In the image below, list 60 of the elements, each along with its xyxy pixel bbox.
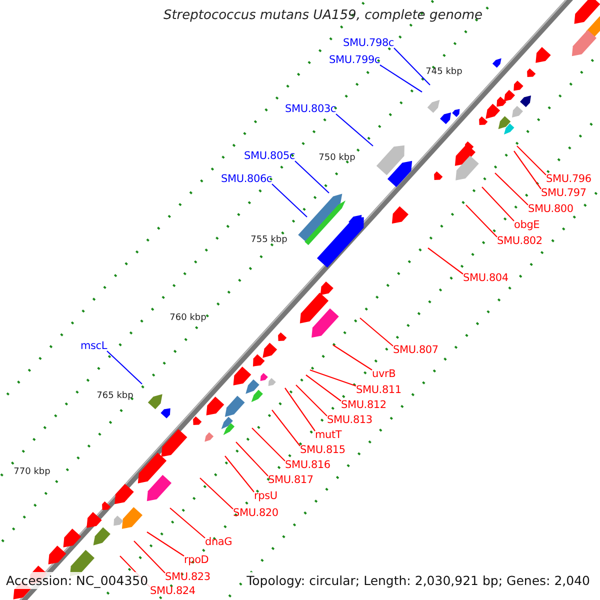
leader-line <box>252 428 286 462</box>
gene-label: SMU.813 <box>327 414 372 427</box>
gene-label: mutT <box>315 429 342 442</box>
leader-line <box>200 478 234 510</box>
gene-label: SMU.799c <box>329 54 380 67</box>
leader-line <box>224 456 254 492</box>
leader-line <box>428 248 464 274</box>
gene-label: mscL <box>80 340 107 353</box>
leader-line <box>170 508 206 538</box>
gene-label: SMU.820 <box>233 507 278 520</box>
leader-line <box>516 146 546 176</box>
scale-label: 760 kbp <box>170 313 206 323</box>
gene-label: SMU.806c <box>221 173 272 186</box>
leader-line <box>310 369 356 387</box>
leader-line <box>306 374 342 402</box>
leader-line <box>336 114 374 146</box>
gene-label: SMU.796 <box>546 173 592 186</box>
leader-line <box>332 344 372 370</box>
gene-label: SMU.807 <box>393 344 438 357</box>
gene-label: SMU.800 <box>528 203 574 216</box>
leader-line <box>466 204 498 238</box>
leader-line <box>106 350 142 384</box>
gene-label: SMU.824 <box>150 585 196 598</box>
map-title: Streptococcus mutans UA159, complete genome <box>162 8 484 23</box>
scale-label: 755 kbp <box>250 235 288 245</box>
gene-label: SMU.805c <box>244 150 295 163</box>
gene-label: SMU.798c <box>343 37 394 50</box>
gene-label: SMU.797 <box>541 187 586 200</box>
gene-label: dnaG <box>205 536 232 549</box>
leader-line <box>380 64 422 92</box>
gene-label: SMU.804 <box>463 272 508 285</box>
leader-line <box>236 442 268 476</box>
scale-label: 750 kbp <box>318 153 356 163</box>
gene-label: SMU.802 <box>497 235 542 248</box>
scale-label: 770 kbp <box>14 467 50 477</box>
leader-line <box>296 384 328 416</box>
gene-label: SMU.812 <box>341 399 386 412</box>
gene-label: SMU.816 <box>285 459 330 472</box>
leader-line <box>272 410 300 446</box>
gene-label: rpsU <box>254 490 278 503</box>
leader-line <box>294 160 330 194</box>
leader-line <box>146 532 184 556</box>
leader-line <box>360 318 394 346</box>
gene-label: SMU.815 <box>300 444 346 457</box>
gene-label: SMU.817 <box>268 474 314 487</box>
leader-line <box>482 186 514 222</box>
leader-line <box>272 184 308 218</box>
gene-label: SMU.803c <box>285 103 336 116</box>
gene-label: obgE <box>514 219 540 232</box>
gene-label: rpoD <box>184 554 209 567</box>
gene-label: SMU.823 <box>165 571 210 584</box>
scale-label: 745 kbp <box>426 67 462 77</box>
scale-label: 765 kbp <box>96 391 134 401</box>
gene-label: uvrB <box>372 368 396 381</box>
leader-line <box>284 388 316 432</box>
leader-line <box>514 150 542 190</box>
leader-line <box>394 48 430 86</box>
gene-label: SMU.811 <box>356 384 402 397</box>
leader-line <box>494 172 528 206</box>
leader-line <box>134 540 166 574</box>
